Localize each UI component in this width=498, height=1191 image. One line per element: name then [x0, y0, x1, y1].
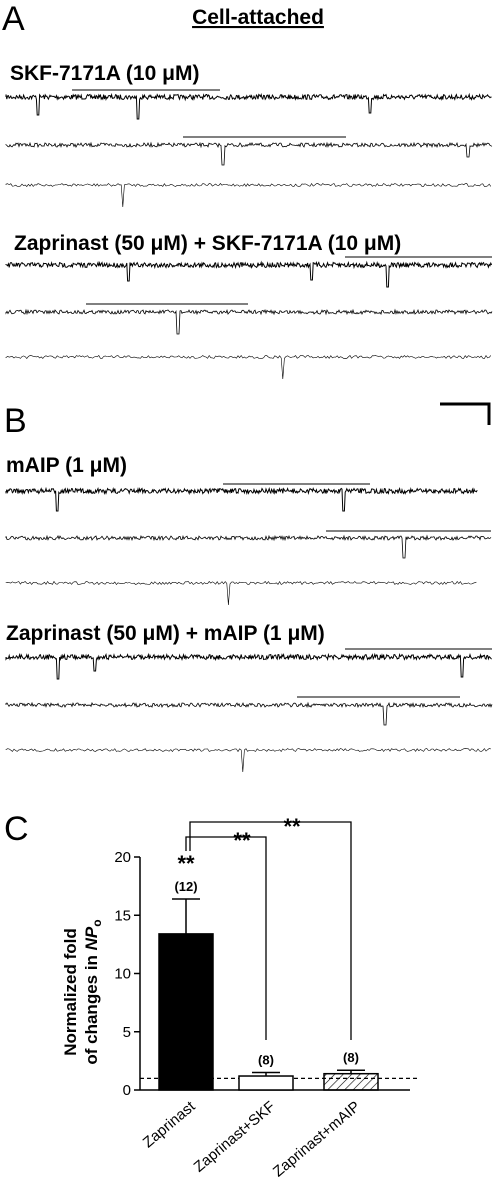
significance-bracket-1 [185, 836, 267, 1040]
current-trace [5, 308, 493, 335]
panel-a-condition-1-label: SKF-7171A (10 μM) [10, 62, 199, 85]
category-label: Zaprinast+SKF [191, 1098, 279, 1176]
panel-a-letter: A [2, 0, 25, 38]
category-label: Zaprinast [140, 1098, 199, 1152]
current-trace [5, 534, 492, 559]
bar-chart: 0 5 10 15 20 (12) Zaprinast (8) Zaprinast+SKF (8)… [114, 814, 418, 1180]
y-axis-label-line2: of changes in NPo [82, 919, 104, 1064]
bar-2 [238, 1075, 294, 1091]
n-label: (12) [174, 879, 197, 894]
panel-c-letter: C [4, 810, 29, 848]
scale-bar [440, 402, 491, 425]
y-tick-label: 15 [114, 907, 131, 924]
panel-b-letter: B [4, 402, 27, 440]
y-tick-label: 5 [123, 1024, 131, 1041]
current-trace [5, 141, 493, 166]
y-axis-label-line1: Normalized fold [61, 928, 80, 1056]
current-trace [5, 580, 477, 606]
current-trace [5, 92, 492, 120]
significance-bracket-2-label: ** [283, 814, 301, 839]
panel-b-traces [5, 483, 493, 773]
significance-bracket-1-label: ** [233, 828, 251, 853]
significance-vs-control: ** [177, 851, 195, 876]
current-trace [5, 701, 493, 726]
panel-a-condition-2-label: Zaprinast (50 μM) + SKF-7171A (10 μM) [14, 232, 401, 255]
n-label: (8) [258, 1053, 274, 1068]
y-tick-label: 0 [123, 1082, 131, 1099]
current-trace [5, 260, 493, 288]
panel-a-traces [5, 89, 493, 380]
y-tick-label: 20 [114, 849, 131, 866]
panel-b-condition-1-label: mAIP (1 μM) [6, 454, 127, 477]
n-label: (8) [343, 1050, 359, 1065]
significance-bracket-2 [189, 821, 352, 1040]
panel-b-condition-2-label: Zaprinast (50 μM) + mAIP (1 μM) [6, 622, 325, 645]
bar-1 [158, 933, 214, 1091]
category-label: Zaprinast+mAIP [270, 1098, 364, 1180]
current-trace [5, 748, 491, 773]
current-trace [5, 183, 492, 208]
y-axis-label: Normalized fold of changes in NPo [61, 919, 104, 1064]
bar-3 [323, 1072, 379, 1091]
current-trace [5, 486, 478, 512]
current-trace [5, 652, 492, 680]
recording-mode-title: Cell-attached [192, 6, 324, 29]
y-tick-label: 10 [114, 966, 131, 983]
current-trace [5, 354, 492, 380]
